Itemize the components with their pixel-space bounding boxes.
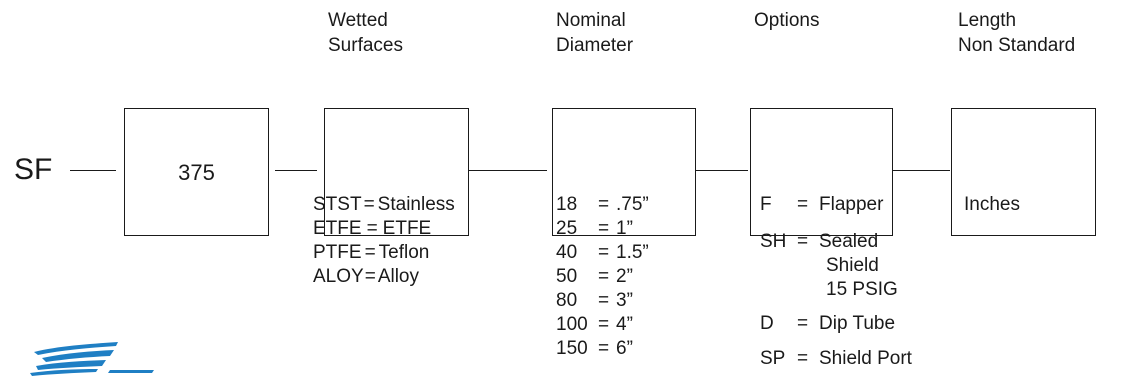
- legend-code: ALOY: [313, 266, 364, 287]
- legend-desc-continued: 15 PSIG: [826, 279, 898, 300]
- legend-code: PTFE: [313, 242, 362, 263]
- legend-code: STST: [313, 194, 362, 215]
- header-wetted-surfaces: Wetted Surfaces: [328, 8, 403, 58]
- connector-line: [275, 170, 317, 171]
- legend-equals: =: [364, 242, 376, 263]
- legend-equals: =: [598, 242, 610, 263]
- legend-row: 100 = 4”: [556, 314, 633, 336]
- header-options: Options: [754, 8, 819, 33]
- legend-desc: Shield Port: [819, 348, 912, 369]
- legend-desc: 4”: [616, 314, 633, 335]
- legend-code: F: [760, 194, 772, 215]
- company-swoosh-logo-icon: [30, 342, 154, 376]
- legend-desc: 1”: [616, 218, 633, 239]
- legend-equals: =: [797, 194, 809, 215]
- legend-code: 50: [556, 266, 578, 287]
- legend-code: 80: [556, 290, 578, 311]
- legend-row: 50 = 2”: [556, 266, 633, 288]
- legend-code: ETFE: [313, 218, 362, 239]
- legend-row: F = Flapper: [760, 194, 883, 216]
- legend-desc: 3”: [616, 290, 633, 311]
- legend-desc-continued: Shield: [826, 255, 879, 276]
- legend-row: PTFE=Teflon: [313, 242, 429, 264]
- connector-line: [893, 170, 950, 171]
- code-box-nominal-diameter: [552, 108, 696, 236]
- header-length-line-2: Non Standard: [958, 35, 1076, 56]
- header-wetted-line-2: Surfaces: [328, 35, 403, 56]
- legend-row: ETFE=ETFE: [313, 218, 431, 240]
- legend-row: 80 = 3”: [556, 290, 633, 312]
- header-length-line-1: Length: [958, 10, 1017, 31]
- series-code: 375: [178, 160, 215, 185]
- legend-equals: =: [364, 266, 376, 287]
- connector-line: [469, 170, 547, 171]
- legend-row: 40 = 1.5”: [556, 242, 649, 264]
- legend-desc: Stainless: [377, 194, 455, 215]
- legend-row: SP = Shield Port: [760, 348, 912, 370]
- legend-row: D = Dip Tube: [760, 313, 895, 335]
- legend-row: SH = Sealed: [760, 231, 878, 253]
- legend-equals: =: [598, 314, 610, 335]
- legend-code: SH: [760, 231, 787, 252]
- legend-equals: =: [797, 231, 809, 252]
- header-wetted-line-1: Wetted: [328, 10, 388, 31]
- legend-equals: =: [598, 266, 610, 287]
- legend-equals: =: [797, 313, 809, 334]
- legend-desc: 6”: [616, 338, 633, 359]
- legend-desc: 1.5”: [616, 242, 649, 263]
- legend-code: D: [760, 313, 774, 334]
- legend-equals: =: [797, 348, 809, 369]
- legend-row: 25 = 1”: [556, 218, 633, 240]
- legend-code: SP: [760, 348, 786, 369]
- legend-desc: Sealed: [819, 231, 879, 252]
- header-length: Length Non Standard: [958, 8, 1075, 58]
- legend-row: ALOY=Alloy: [313, 266, 419, 288]
- header-diameter-line-2: Diameter: [556, 35, 634, 56]
- code-box-options: [750, 108, 893, 236]
- legend-desc: .75”: [616, 194, 649, 215]
- legend-equals: =: [366, 218, 378, 239]
- header-nominal-diameter: Nominal Diameter: [556, 8, 633, 58]
- legend-desc: Teflon: [378, 242, 430, 263]
- legend-desc: Flapper: [819, 194, 884, 215]
- legend-code: 25: [556, 218, 578, 239]
- header-options-line-1: Options: [754, 10, 820, 31]
- legend-code: 18: [556, 194, 578, 215]
- legend-equals: =: [363, 194, 375, 215]
- legend-code: 150: [556, 338, 588, 359]
- legend-desc: Dip Tube: [819, 313, 896, 334]
- legend-row: STST=Stainless: [313, 194, 455, 216]
- legend-code: 100: [556, 314, 588, 335]
- legend-desc: ETFE: [382, 218, 432, 239]
- legend-equals: =: [598, 194, 610, 215]
- code-box-length: [951, 108, 1096, 236]
- legend-equals: =: [598, 290, 610, 311]
- legend-code: 40: [556, 242, 578, 263]
- legend-desc: Alloy: [377, 266, 419, 287]
- length-legend: Inches: [964, 194, 1020, 215]
- code-box-wetted-surfaces: [324, 108, 469, 236]
- legend-desc: 2”: [616, 266, 633, 287]
- legend-row: 150 = 6”: [556, 338, 633, 360]
- model-prefix: SF: [14, 153, 53, 186]
- legend-row: 18 = .75”: [556, 194, 649, 216]
- legend-equals: =: [598, 338, 610, 359]
- code-box-series: 375: [124, 108, 269, 236]
- header-diameter-line-1: Nominal: [556, 10, 626, 31]
- legend-equals: =: [598, 218, 610, 239]
- connector-line: [696, 170, 748, 171]
- connector-line: [70, 170, 116, 171]
